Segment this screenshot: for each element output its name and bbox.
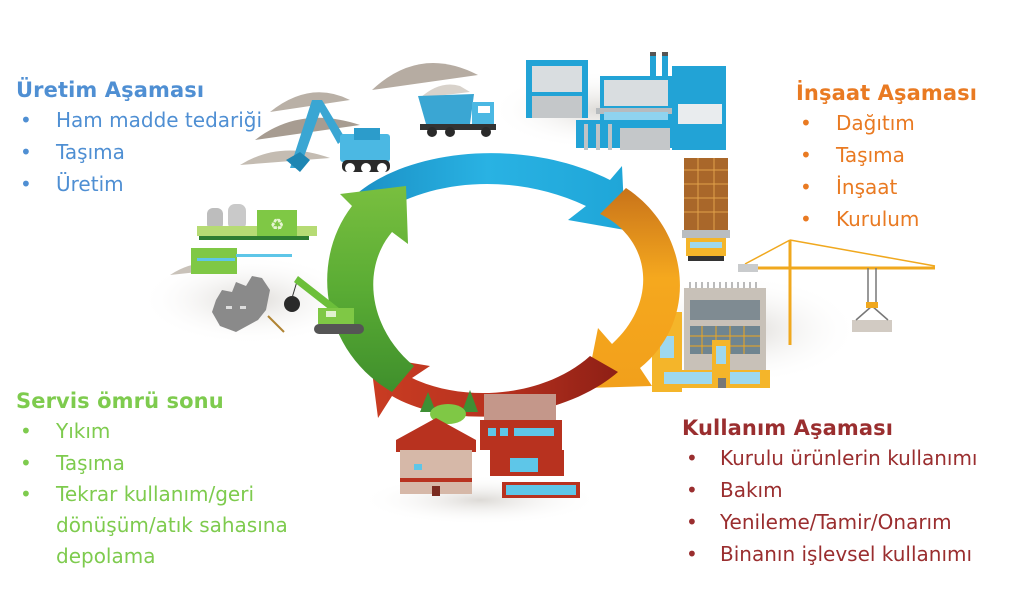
bullet-icon: • <box>800 111 812 135</box>
list-item: • Tekrar kullanım/geri dönüşüm/atık sahas… <box>16 479 316 572</box>
list-item-text: Taşıma <box>836 143 905 167</box>
bullet-icon: • <box>800 207 812 231</box>
cycle-arrow-orange <box>586 188 680 388</box>
crane-icon <box>740 239 936 345</box>
cycle-arrows <box>327 153 680 418</box>
phase-construction-title: İnşaat Aşaması <box>796 81 978 105</box>
list-item: • Taşıma <box>16 136 262 168</box>
list-item: • Taşıma <box>796 139 977 171</box>
bullet-icon: • <box>686 446 698 470</box>
list-item: • Binanın işlevsel kullanımı <box>682 538 978 570</box>
phase-production-title: Üretim Aşaması <box>16 78 205 102</box>
list-item-text: Ham madde tedariği <box>56 108 263 132</box>
excavator-icon <box>286 100 390 173</box>
phase-end-of-life-title: Servis ömrü sonu <box>16 389 224 413</box>
list-item-text: Kurulu ürünlerin kullanımı <box>720 446 978 470</box>
list-item: • Üretim <box>16 168 262 200</box>
phase-use-title: Kullanım Aşaması <box>682 416 894 440</box>
bullet-icon: • <box>686 510 698 534</box>
bullet-icon: • <box>20 482 32 506</box>
bullet-icon: • <box>20 108 32 132</box>
list-item-text: Kurulum <box>836 207 920 231</box>
list-item-text: Yenileme/Tamir/Onarım <box>720 510 952 534</box>
bullet-icon: • <box>20 451 32 475</box>
houses-icon <box>396 390 580 498</box>
bullet-icon: • <box>686 478 698 502</box>
dump-truck-icon <box>418 84 496 137</box>
list-item-text: Binanın işlevsel kullanımı <box>720 542 973 566</box>
bullet-icon: • <box>20 419 32 443</box>
bullet-icon: • <box>800 143 812 167</box>
phase-construction: İnşaat Aşaması • Dağıtım • Taşıma • İnşaat … <box>796 79 977 235</box>
list-item-text: Dağıtım <box>836 111 915 135</box>
list-item: • İnşaat <box>796 171 977 203</box>
list-item-text: İnşaat <box>836 175 898 199</box>
bullet-icon: • <box>20 172 32 196</box>
phase-end-of-life: Servis ömrü sonu • Yıkım • Taşıma • Tekrar … <box>16 387 316 572</box>
list-item: • Taşıma <box>16 447 316 479</box>
list-item: • Ham madde tedariği <box>16 104 262 136</box>
list-item-text: Tekrar kullanım/geri dönüşüm/atık sahası… <box>56 482 288 568</box>
list-item-text: Taşıma <box>56 451 125 475</box>
list-item-text: Taşıma <box>56 140 125 164</box>
bullet-icon: • <box>800 175 812 199</box>
phase-end-of-life-list: • Yıkım • Taşıma • Tekrar kullanım/geri dön… <box>16 415 316 572</box>
cycle-arrow-green <box>327 186 414 392</box>
phase-construction-list: • Dağıtım • Taşıma • İnşaat • Kurulum <box>796 107 977 235</box>
list-item: • Kurulu ürünlerin kullanımı <box>682 442 978 474</box>
list-item: • Dağıtım <box>796 107 977 139</box>
demolition-icon <box>212 276 364 334</box>
list-item-text: Üretim <box>56 172 124 196</box>
list-item-text: Yıkım <box>56 419 111 443</box>
factory-icon <box>526 52 726 150</box>
list-item: • Yenileme/Tamir/Onarım <box>682 506 978 538</box>
list-item: • Yıkım <box>16 415 316 447</box>
svg-text:♻: ♻ <box>270 215 284 234</box>
cycle-arrow-blue <box>350 153 625 230</box>
crane-load-icon <box>738 264 892 332</box>
phase-use: Kullanım Aşaması • Kurulu ürünlerin kulla… <box>682 414 978 570</box>
list-item: • Kurulum <box>796 203 977 235</box>
recycling-plant-icon: ♻ <box>191 204 317 274</box>
phase-use-list: • Kurulu ürünlerin kullanımı • Bakım • Yeni… <box>682 442 978 570</box>
bullet-icon: • <box>20 140 32 164</box>
list-item: • Bakım <box>682 474 978 506</box>
phase-production: Üretim Aşaması • Ham madde tedariği • Taşı… <box>16 76 262 200</box>
bullet-icon: • <box>686 542 698 566</box>
phase-production-list: • Ham madde tedariği • Taşıma • Üretim <box>16 104 262 200</box>
building-under-construction-icon <box>652 282 770 392</box>
list-item-text: Bakım <box>720 478 783 502</box>
delivery-truck-icon <box>682 158 730 261</box>
